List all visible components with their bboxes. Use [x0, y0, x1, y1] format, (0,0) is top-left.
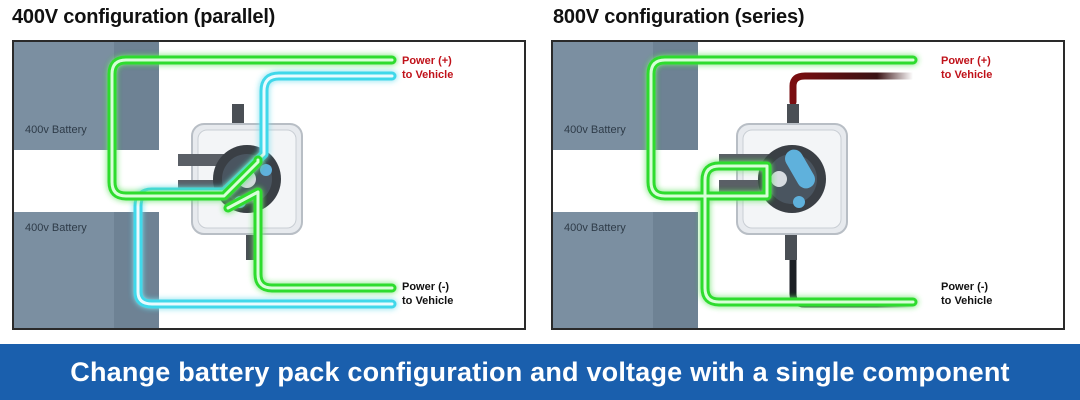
right-panel-title: 800V configuration (series): [553, 6, 805, 28]
series-diagram-graphic: [553, 42, 918, 328]
left-panel-title: 400V configuration (parallel): [12, 6, 276, 28]
battery-top-label: 400v Battery: [564, 124, 626, 136]
positive-bus-wire: [107, 55, 397, 293]
caption-text: Change battery pack configuration and vo…: [70, 356, 1010, 387]
positive-terminal-label: Power (+) to Vehicle: [402, 54, 453, 82]
series-diagram: 400v Battery 400v Battery Power (+) to V…: [551, 40, 1065, 330]
connector-housing: [719, 104, 848, 260]
battery-bottom: [553, 212, 698, 328]
parallel-diagram-graphic: [14, 42, 397, 328]
negative-terminal-label: Power (-) to Vehicle: [941, 280, 992, 308]
negative-label-line2: to Vehicle: [402, 295, 454, 307]
battery-top-label: 400v Battery: [25, 124, 87, 136]
battery-bottom-label: 400v Battery: [25, 222, 87, 234]
parallel-diagram: 400v Battery 400v Battery Power (+) to V…: [12, 40, 526, 330]
positive-label-line1: Power (+): [941, 55, 991, 67]
positive-label-line2: to Vehicle: [941, 69, 993, 81]
positive-label-line2: to Vehicle: [402, 69, 454, 81]
series-link-wire: [646, 55, 918, 307]
negative-label-line1: Power (-): [402, 281, 450, 293]
battery-bottom-label: 400v Battery: [564, 222, 626, 234]
negative-label-line2: to Vehicle: [941, 295, 993, 307]
negative-terminal-label: Power (-) to Vehicle: [402, 280, 453, 308]
positive-terminal-label: Power (+) to Vehicle: [941, 54, 992, 82]
caption-banner: Change battery pack configuration and vo…: [0, 344, 1080, 400]
positive-label-line1: Power (+): [402, 55, 452, 67]
negative-label-line1: Power (-): [941, 281, 989, 293]
